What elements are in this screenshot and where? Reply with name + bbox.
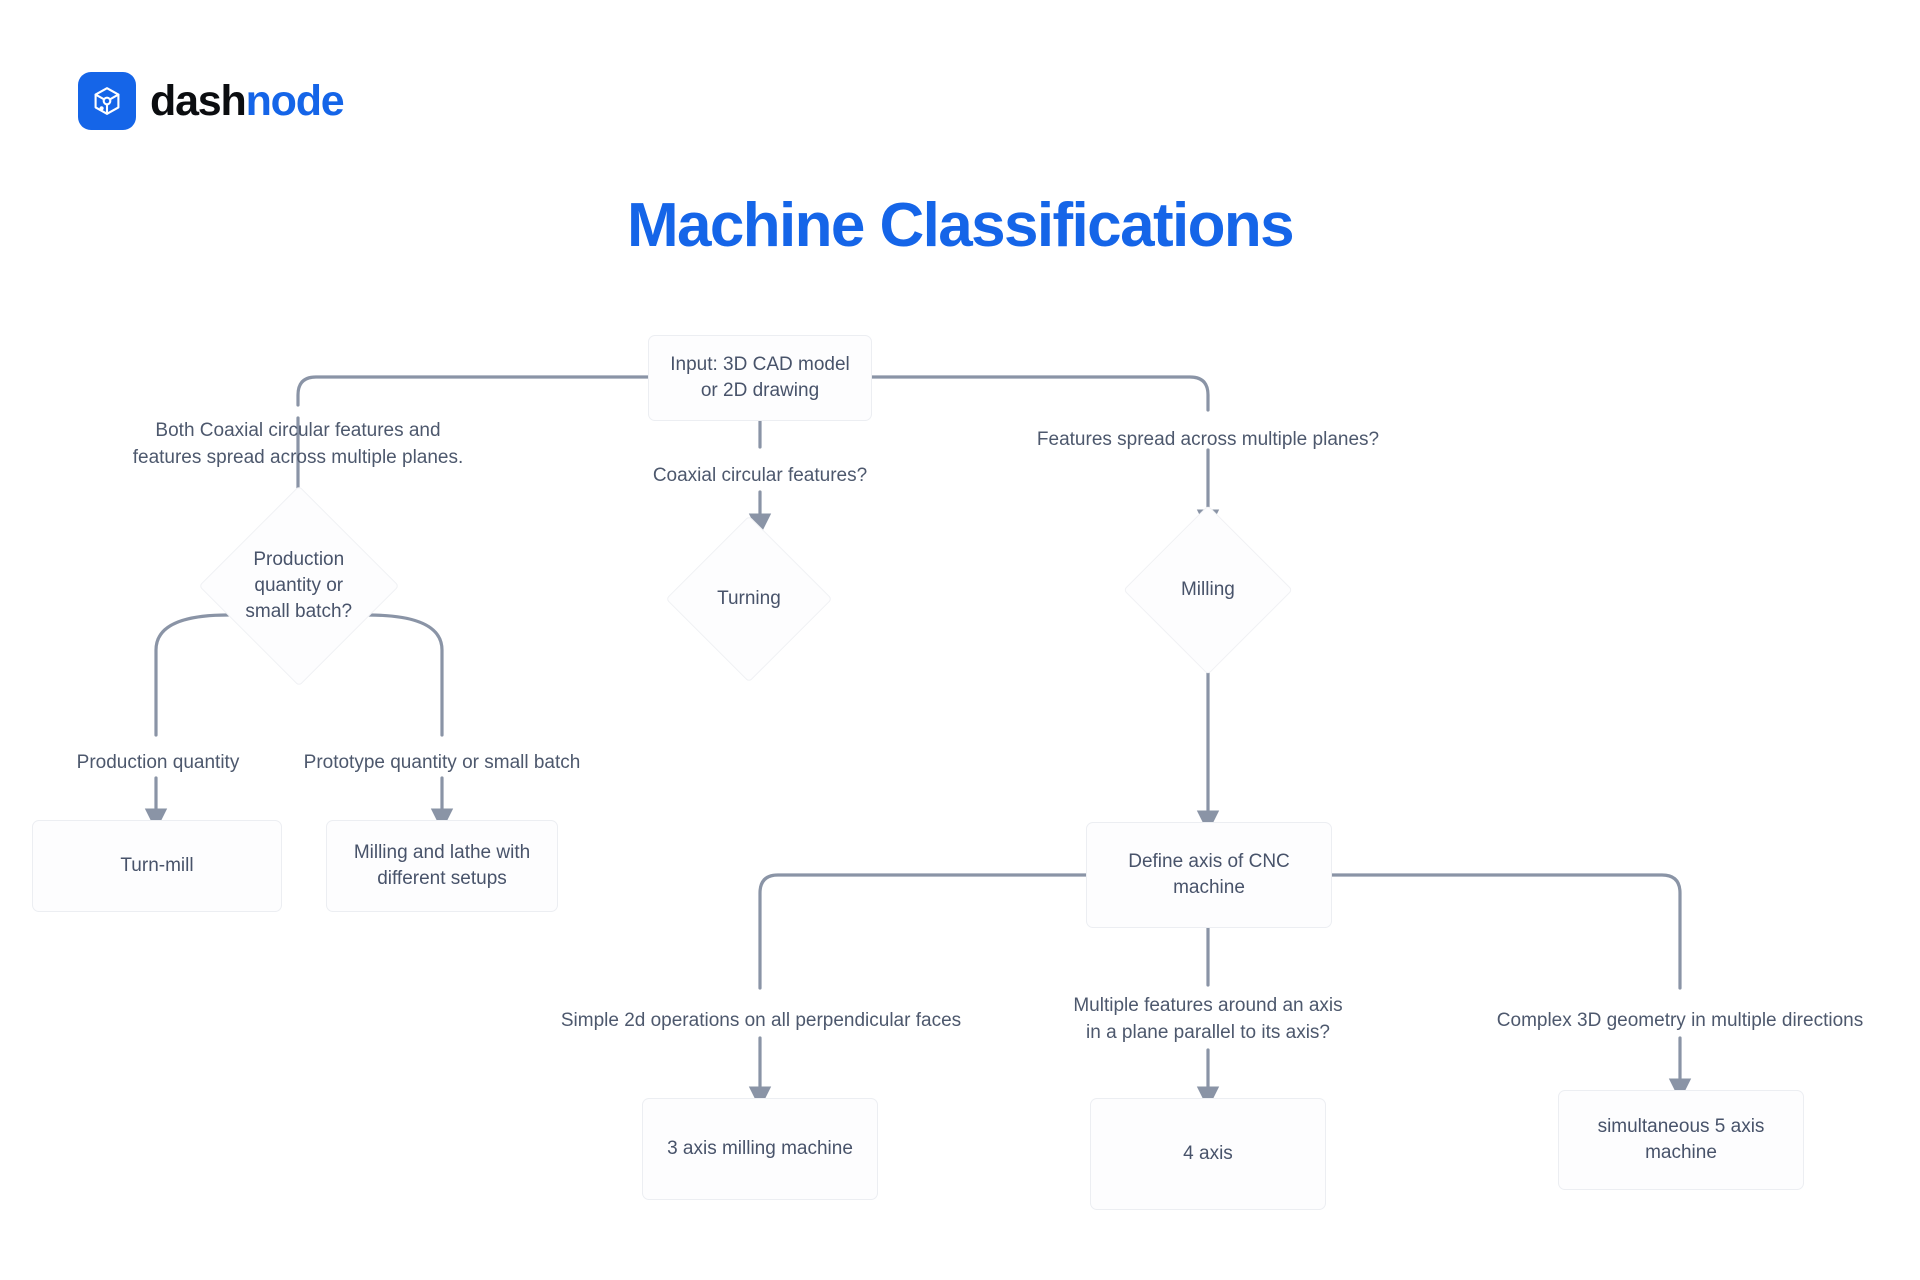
node-define-axis[interactable]: Define axis of CNC machine — [1086, 822, 1332, 928]
node-turn-mill-label: Turn-mill — [120, 854, 194, 876]
edge-defineaxis-to-5axis — [1330, 873, 1682, 990]
node-production-quantity[interactable]: Production quantity or small batch? — [198, 485, 400, 687]
node-5-axis-label: simultaneous 5 axis machine — [1597, 1115, 1765, 1163]
edge-input-to-right — [858, 375, 1210, 412]
page-title: Machine Classifications — [626, 191, 1295, 260]
edge-prodqty-left — [154, 613, 230, 737]
edge-prodqty-right — [366, 613, 444, 737]
node-turning-label: Turning — [717, 587, 781, 609]
brand-wordmark: dashnode — [150, 76, 345, 125]
edge-label-simple-2d: Simple 2d operations on all perpendicula… — [560, 1010, 962, 1031]
node-4-axis[interactable]: 4 axis — [1090, 1098, 1326, 1210]
node-5-axis[interactable]: simultaneous 5 axis machine — [1558, 1090, 1804, 1190]
node-input[interactable]: Input: 3D CAD model or 2D drawing — [648, 335, 872, 421]
node-define-axis-label: Define axis of CNC machine — [1128, 850, 1290, 898]
cube-node-icon — [78, 72, 136, 130]
node-milling[interactable]: Milling — [1123, 505, 1293, 675]
edge-input-to-left — [296, 375, 662, 407]
brand-name-dash: dash — [150, 76, 247, 125]
node-turning[interactable]: Turning — [665, 515, 833, 683]
node-milling-and-lathe-label: Milling and lathe with different setups — [353, 841, 531, 889]
node-turn-mill[interactable]: Turn-mill — [32, 820, 282, 912]
edge-label-production-quantity: Production quantity — [76, 752, 240, 773]
edge-defineaxis-to-3axis — [758, 873, 1088, 990]
edge-label-prototype-quantity: Prototype quantity or small batch — [303, 752, 581, 773]
brand-name-node: node — [245, 76, 345, 125]
node-4-axis-label: 4 axis — [1183, 1142, 1233, 1164]
edge-label-both-coaxial: Both Coaxial circular features and featu… — [132, 420, 464, 468]
brand-logo: dashnode — [78, 72, 345, 130]
edge-label-multiple-features: Multiple features around an axis in a pl… — [1073, 995, 1343, 1043]
node-input-label: Input: 3D CAD model or 2D drawing — [670, 353, 850, 401]
node-3-axis-milling-label: 3 axis milling machine — [667, 1137, 853, 1159]
node-milling-label: Milling — [1181, 578, 1235, 600]
node-production-quantity-label: Production quantity or small batch? — [245, 548, 353, 623]
node-3-axis-milling[interactable]: 3 axis milling machine — [642, 1098, 878, 1200]
node-milling-and-lathe[interactable]: Milling and lathe with different setups — [326, 820, 558, 912]
edge-label-coaxial-features: Coaxial circular features? — [652, 465, 868, 486]
edge-label-features-spread: Features spread across multiple planes? — [1036, 429, 1380, 450]
edge-label-complex-3d: Complex 3D geometry in multiple directio… — [1496, 1010, 1864, 1031]
